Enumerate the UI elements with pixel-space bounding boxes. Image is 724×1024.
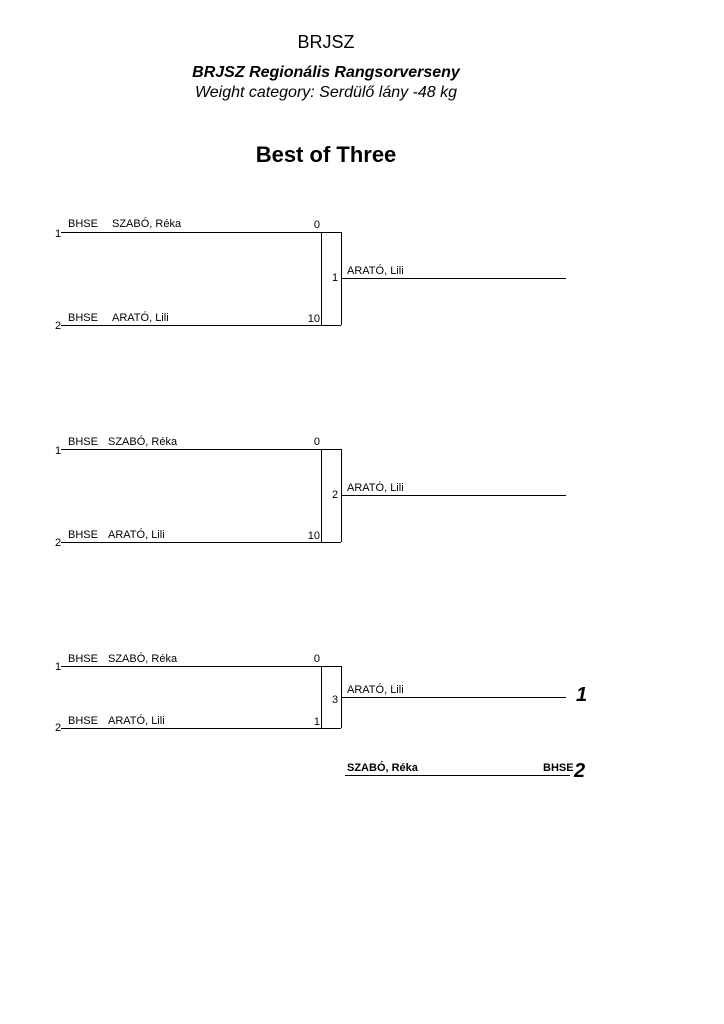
slot-1-club: BHSE: [68, 218, 98, 230]
slot-2-name: ARATÓ, Lili: [108, 715, 165, 727]
slot-1-line: [61, 666, 341, 667]
slot-1-name: SZABÓ, Réka: [112, 218, 182, 230]
organization-title: BRJSZ: [297, 32, 355, 52]
slot-1-name: SZABÓ, Réka: [108, 653, 178, 665]
slot-2-club: BHSE: [68, 715, 98, 727]
winner-name: ARATÓ, Lili: [347, 265, 404, 277]
second-place-name: SZABÓ, Réka: [347, 762, 418, 774]
seed-2: 2: [55, 722, 62, 734]
slot-1-line: [61, 232, 341, 233]
slot-2-line: [61, 542, 341, 543]
bout-3: 1 BHSE SZABÓ, Réka 0 2 BHSE ARATÓ, Lili …: [0, 652, 724, 772]
slot-2-score: 10: [307, 313, 320, 325]
score-box-left: [321, 666, 322, 728]
bout-1: 1 BHSE SZABÓ, Réka 0 2 BHSE ARATÓ, Lili …: [0, 218, 724, 338]
slot-1-line: [61, 449, 341, 450]
slot-2-line: [61, 728, 341, 729]
second-place-club: BHSE: [543, 762, 574, 774]
event-title: BRJSZ Regionális Rangsorverseny: [192, 64, 460, 81]
slot-1-name: SZABÓ, Réka: [108, 436, 178, 448]
slot-2-line: [61, 325, 341, 326]
score-box-left: [321, 232, 322, 325]
first-place-rank: 1: [576, 684, 588, 706]
slot-1-club: BHSE: [68, 653, 98, 665]
winner-line: [341, 278, 566, 279]
slot-2-name: ARATÓ, Lili: [108, 529, 165, 541]
winner-name: ARATÓ, Lili: [347, 482, 404, 494]
bout-number: 3: [332, 694, 339, 706]
seed-1: 1: [55, 228, 62, 240]
winner-name: ARATÓ, Lili: [347, 684, 404, 696]
score-box-left: [321, 449, 322, 542]
seed-1: 1: [55, 445, 62, 457]
weight-category: Weight category: Serdülő lány -48 kg: [194, 84, 458, 101]
seed-2: 2: [55, 537, 62, 549]
winner-line: [341, 495, 566, 496]
seed-2: 2: [55, 320, 62, 332]
slot-1-club: BHSE: [68, 436, 98, 448]
second-place-rank: 2: [574, 760, 586, 782]
slot-2-club: BHSE: [68, 529, 98, 541]
slot-2-score: 10: [307, 530, 320, 542]
winner-line: [341, 697, 566, 698]
second-place-line: [345, 775, 570, 776]
slot-2-score: 1: [313, 716, 320, 728]
slot-1-score: 0: [313, 436, 320, 448]
seed-1: 1: [55, 661, 62, 673]
format-title: Best of Three: [255, 142, 397, 167]
bout-2: 1 BHSE SZABÓ, Réka 0 2 BHSE ARATÓ, Lili …: [0, 435, 724, 555]
bout-number: 1: [332, 272, 339, 284]
slot-1-score: 0: [313, 219, 320, 231]
bout-number: 2: [332, 489, 339, 501]
slot-1-score: 0: [313, 653, 320, 665]
second-place-row: SZABÓ, Réka BHSE 2: [0, 758, 724, 788]
slot-2-club: BHSE: [68, 312, 98, 324]
slot-2-name: ARATÓ, Lili: [112, 312, 169, 324]
